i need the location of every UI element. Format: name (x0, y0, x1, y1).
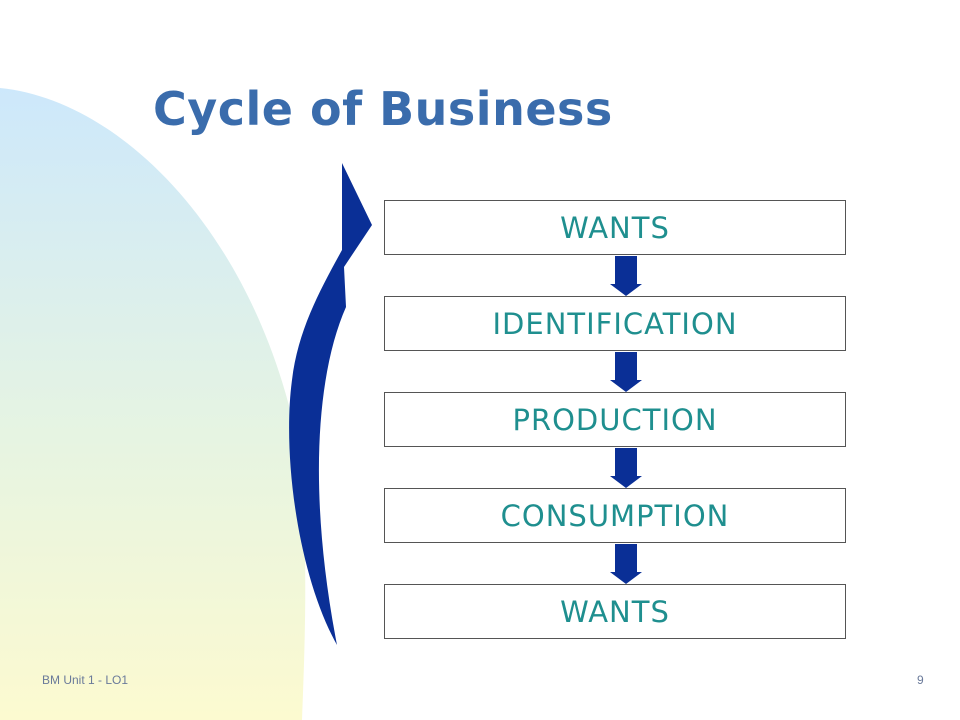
step-identification: IDENTIFICATION (384, 296, 846, 351)
step-wants-start: WANTS (384, 200, 846, 255)
down-arrow-icon (610, 256, 642, 296)
slide-title: Cycle of Business (153, 82, 613, 136)
page-number: 9 (917, 673, 924, 687)
footer-unit-label: BM Unit 1 - LO1 (42, 673, 129, 687)
cycle-return-arrow-icon (289, 163, 372, 645)
down-arrow-icon (610, 448, 642, 488)
step-production: PRODUCTION (384, 392, 846, 447)
step-consumption: CONSUMPTION (384, 488, 846, 543)
step-wants-end: WANTS (384, 584, 846, 639)
background-gradient-shape (0, 88, 306, 720)
down-arrow-icon (610, 544, 642, 584)
down-arrow-icon (610, 352, 642, 392)
